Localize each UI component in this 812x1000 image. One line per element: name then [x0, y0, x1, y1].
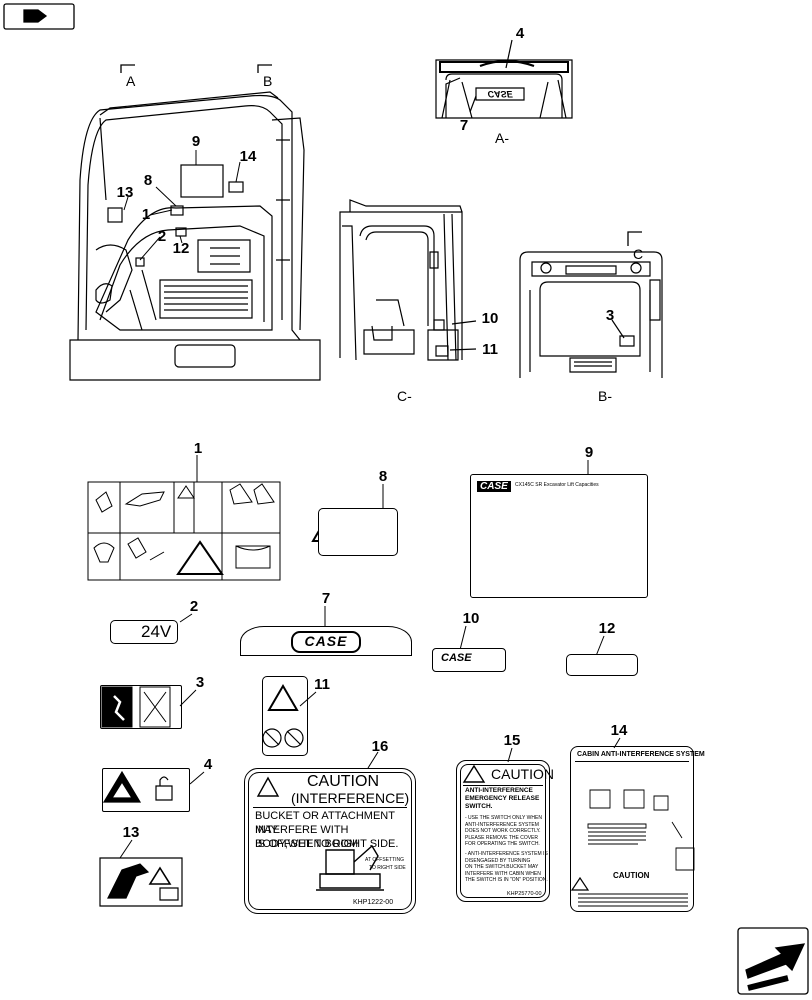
callout-15[interactable]: 15: [503, 732, 521, 749]
decal-15-line-13: THE SWITCH IS IN "ON" POSITION.: [465, 877, 548, 883]
callout-9[interactable]: 9: [191, 133, 201, 150]
decal-14-caution: CAUTION: [613, 871, 650, 880]
decal-10-case-logo: CASE: [441, 652, 472, 664]
callout-7[interactable]: 7: [321, 590, 331, 607]
callout-1[interactable]: 1: [193, 440, 203, 457]
decal-15-line-5: ANTI-INTERFERENCE SYSTEM: [465, 821, 539, 828]
cab-view-a: [435, 39, 573, 119]
section-marker-c: [627, 231, 642, 246]
callout-9[interactable]: 9: [584, 444, 594, 461]
decal-15-line-2: EMERGENCY RELEASE: [465, 795, 540, 802]
decal-15-line-9: - ANTI-INTERFERENCE SYSTEM IS: [465, 851, 548, 857]
decal-13-pictograms: [99, 857, 183, 907]
view-label-a: A-: [495, 130, 509, 146]
decal-16-pictograms: [256, 776, 384, 891]
decal-3-pictograms: [101, 686, 171, 728]
decal-15-line-6: DOES NOT WORK CORRECTLY.: [465, 828, 541, 834]
view-label-b: B-: [598, 388, 612, 404]
callout-10[interactable]: 10: [462, 610, 480, 627]
decal-15-line-10: DISENGAGED BY TURNING: [465, 857, 531, 864]
corner-nav-icon-top: [3, 3, 75, 30]
callout-1[interactable]: 1: [141, 206, 151, 223]
decal-7: CASE: [240, 626, 412, 656]
decal-16-line-1: BUCKET OR ATTACHMENT MAY: [255, 810, 395, 836]
callout-3-view-b[interactable]: 3: [605, 307, 615, 324]
cab-view-b: [519, 251, 663, 378]
decal-9-brand: CASE: [477, 481, 511, 492]
decal-16-caution: CAUTION: [307, 773, 379, 790]
decal-16: CAUTION (INTERFERENCE) BUCKET OR ATTACHM…: [244, 768, 416, 914]
decal-15-line-11: ON THE SWITCH.BUCKET MAY: [465, 864, 539, 870]
section-marker-b: [257, 64, 272, 73]
decal-16-note-1: AT OFFSETTING: [365, 857, 404, 863]
decal-14: CABIN ANTI-INTERFERENCE SYSTEM CAUTION: [570, 746, 705, 912]
decal-14-pictograms: [570, 789, 695, 907]
section-label-a: A: [126, 73, 136, 89]
decal-4: [102, 768, 190, 812]
decal-7-case-logo: CASE: [291, 631, 361, 653]
decal-4-pictograms: [102, 770, 173, 803]
callout-7-view-a[interactable]: 7: [459, 117, 469, 134]
decal-16-note-2: TO RIGHT SIDE: [369, 865, 406, 871]
cab-side-view: [69, 91, 321, 381]
corner-nav-icon-bottom: [737, 927, 809, 995]
section-marker-a: [120, 64, 135, 73]
section-label-b: B: [263, 73, 273, 89]
decal-9: CASE CX145C SR Excavator Lift Capacities: [470, 474, 648, 598]
decal-15-caution: CAUTION: [491, 766, 554, 782]
callout-16[interactable]: 16: [371, 738, 389, 755]
decal-15-code: KHP25770-00: [507, 891, 542, 897]
decal-11: [262, 676, 308, 756]
view-label-c: C-: [397, 388, 412, 404]
cab-leader-lines: [123, 150, 241, 261]
decal-15-line-1: ANTI-INTERFERENCE: [465, 787, 533, 794]
decal-11-pictograms: [262, 684, 304, 748]
callout-4[interactable]: 4: [203, 756, 213, 773]
callout-2[interactable]: 2: [157, 228, 167, 245]
callout-13[interactable]: 13: [116, 184, 134, 201]
decal-1-pictograms: [87, 481, 281, 581]
cab-view-c: [339, 199, 477, 361]
decal-8: [318, 508, 398, 556]
decal-15-line-8: FOR OPERATING THE SWITCH.: [465, 841, 540, 847]
callout-13[interactable]: 13: [122, 824, 140, 841]
callout-12[interactable]: 12: [598, 620, 616, 637]
decal-15-line-4: - USE THE SWITCH ONLY WHEN: [465, 815, 542, 821]
callout-12[interactable]: 12: [172, 240, 190, 257]
decal-2: 24V: [110, 620, 178, 644]
decal-16-line-2: INTERFERE WITH BODY,WHEN BOOM: [255, 824, 359, 850]
callout-8[interactable]: 8: [378, 468, 388, 485]
callout-4-view-a[interactable]: 4: [515, 25, 525, 42]
decal-15-warning-icon: [462, 764, 486, 783]
callout-14[interactable]: 14: [239, 148, 257, 165]
callout-3[interactable]: 3: [195, 674, 205, 691]
decal-2-text: 24V: [141, 622, 172, 641]
decal-12: [566, 654, 638, 676]
decal-16-line-3: IS OFFSET TO RIGHT SIDE.: [255, 838, 399, 850]
decal-9-title: CX145C SR Excavator Lift Capacities: [515, 482, 599, 488]
decal-15-line-7: PLEASE REMOVE THE COVER: [465, 834, 538, 841]
callout-8[interactable]: 8: [143, 172, 153, 189]
callout-14[interactable]: 14: [610, 722, 628, 739]
decal-14-title: CABIN ANTI-INTERFERENCE SYSTEM: [577, 751, 705, 758]
decal-15-line-3: SWITCH.: [465, 803, 493, 810]
section-label-c: C: [633, 246, 644, 262]
decal-16-code: KHP1222-00: [353, 899, 394, 906]
decal-16-sub: (INTERFERENCE): [291, 790, 410, 806]
callout-10-view-c[interactable]: 10: [481, 310, 499, 327]
view-a-case-logo: CASE: [487, 89, 513, 99]
decal-10: CASE: [432, 648, 506, 672]
decal-15-line-12: INTERFERE WITH CABIN WHEN: [465, 870, 541, 877]
decal-15: CAUTION ANTI-INTERFERENCE EMERGENCY RELE…: [456, 760, 554, 902]
callout-2[interactable]: 2: [189, 598, 199, 615]
callout-11-view-c[interactable]: 11: [482, 341, 498, 358]
decal-3: [100, 685, 182, 729]
callout-11[interactable]: 11: [314, 676, 330, 693]
